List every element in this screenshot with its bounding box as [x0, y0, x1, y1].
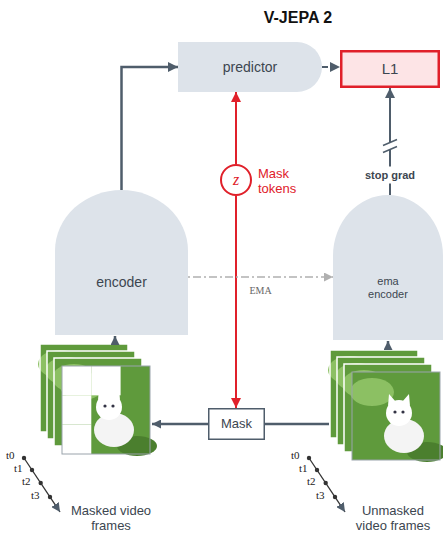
frame-border [62, 366, 150, 454]
input-arrow [387, 341, 390, 349]
mask-tokens-label: Mask tokens [258, 166, 320, 196]
mask-output-arrow [152, 423, 208, 426]
masked-patch [91, 366, 120, 395]
node-label: L1 [382, 60, 399, 77]
mask-input-wire [265, 423, 329, 426]
predictor-block: predictor [178, 42, 322, 92]
prediction-arrow [322, 66, 340, 68]
edge-label: stop grad [363, 167, 417, 184]
loss-box: L1 [340, 50, 440, 88]
ema-encoder-block-shape [333, 195, 443, 340]
time-dot [48, 495, 52, 499]
latent-circle: z [220, 164, 252, 196]
time-label: t1 [14, 462, 23, 474]
edge-label: EMA [249, 283, 271, 298]
input-arrow [114, 336, 117, 343]
masked-patch [62, 395, 91, 424]
node-label: encoder [96, 274, 147, 290]
ema-encoder-block-outline [333, 195, 443, 340]
node-label: z [233, 171, 239, 189]
ema-encoder-block: ema encoder [333, 195, 443, 340]
time-dot [315, 468, 319, 472]
predictor-block-outline [178, 42, 322, 92]
node-label: predictor [223, 59, 277, 75]
masked-patch [62, 425, 91, 454]
time-label: t3 [31, 489, 40, 501]
latent-circle-outline [221, 165, 251, 195]
gradient-break-mark [383, 147, 397, 153]
time-dot [324, 481, 328, 485]
time-dot [22, 456, 26, 460]
masked-frames [38, 344, 157, 456]
caption-label: Unmasked video frames [346, 503, 440, 533]
time-dot [307, 456, 311, 460]
ema-arrow [188, 276, 333, 278]
frame-border [352, 372, 440, 460]
mask-box: Mask [208, 408, 265, 440]
video-frame [60, 366, 157, 456]
time-dot [333, 495, 337, 499]
mask-box-outline [209, 409, 265, 440]
time-label: t3 [316, 489, 325, 501]
diagram-title: V-JEPA 2 [220, 8, 376, 28]
encoder-block-shape [55, 190, 188, 335]
caption-label: Masked video frames [64, 503, 158, 533]
time-dot [39, 481, 43, 485]
encoder-to-predictor-arrow [122, 67, 179, 190]
mask-token-arrow [235, 92, 237, 164]
time-label: t2 [22, 475, 31, 487]
loss-box-outline [341, 51, 439, 87]
time-label: t2 [307, 475, 316, 487]
time-label: t0 [291, 449, 300, 461]
unmasked-frames [328, 350, 443, 462]
encoder-block-outline [55, 190, 188, 335]
time-dot [30, 468, 34, 472]
node-label: Mask [221, 417, 252, 432]
time-label: t0 [6, 449, 15, 461]
node-label: ema encoder [358, 275, 418, 300]
time-label: t1 [299, 462, 308, 474]
encoder-block: encoder [55, 190, 188, 335]
mask-token-arrow [235, 196, 237, 408]
gradient-break-gap [382, 143, 398, 149]
masked-patch [62, 366, 91, 395]
video-frame [350, 372, 443, 462]
gradient-break-mark [383, 140, 397, 146]
